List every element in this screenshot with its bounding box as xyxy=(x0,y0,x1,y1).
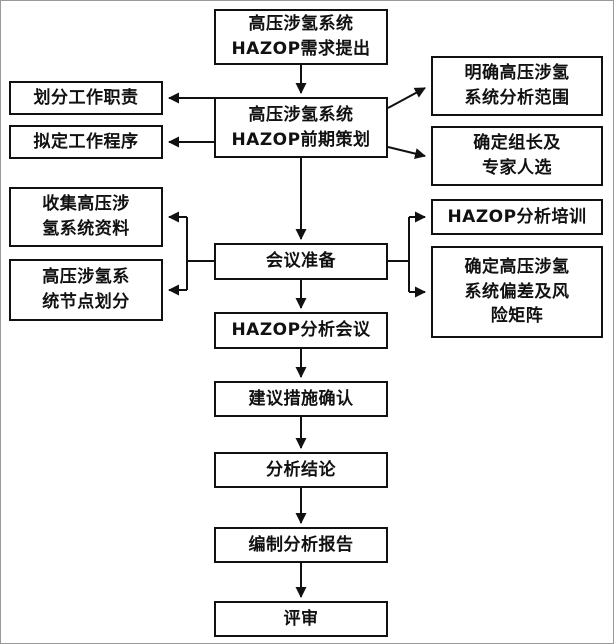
node-analysis-scope-line1: 明确高压涉氢 xyxy=(464,63,570,84)
node-collect-materials-line1: 收集高压涉 xyxy=(42,194,130,215)
node-hazop-planning-line2: HAZOP前期策划 xyxy=(231,129,371,150)
node-node-division: 高压涉氢系 统节点划分 xyxy=(9,259,163,321)
node-hazop-requirement-line2: HAZOP需求提出 xyxy=(231,39,371,59)
node-node-division-line1: 高压涉氢系 xyxy=(42,267,130,288)
node-hazop-planning: 高压涉氢系统 HAZOP前期策划 xyxy=(214,97,388,158)
node-review: 评审 xyxy=(214,601,388,637)
node-hazop-requirement: 高压涉氢系统 HAZOP需求提出 xyxy=(214,9,388,65)
connector-prep-right xyxy=(388,217,410,292)
node-deviation-risk-matrix-line3: 险矩阵 xyxy=(490,306,544,327)
node-measures-confirmation: 建议措施确认 xyxy=(214,381,388,417)
node-work-duties-line1: 划分工作职责 xyxy=(33,87,139,108)
node-deviation-risk-matrix-line1: 确定高压涉氢 xyxy=(464,257,570,278)
node-analysis-report: 编制分析报告 xyxy=(214,527,388,563)
node-hazop-training: HAZOP分析培训 xyxy=(431,199,603,235)
node-team-leader-experts-line2: 专家人选 xyxy=(482,158,552,178)
arrow-plan-to-leader xyxy=(387,146,426,159)
node-analysis-scope-line2: 系统分析范围 xyxy=(464,88,570,108)
connector-prep-left xyxy=(186,217,214,290)
node-hazop-meeting: HAZOP分析会议 xyxy=(214,312,388,349)
node-collect-materials-line2: 氢系统资料 xyxy=(42,219,130,239)
node-analysis-conclusion: 分析结论 xyxy=(214,452,388,488)
node-work-procedures-line1: 拟定工作程序 xyxy=(33,131,139,152)
node-hazop-planning-line1: 高压涉氢系统 xyxy=(248,104,354,125)
node-hazop-requirement-line1: 高压涉氢系统 xyxy=(248,14,354,35)
node-measures-confirmation-line1: 建议措施确认 xyxy=(248,388,354,409)
node-work-procedures: 拟定工作程序 xyxy=(9,125,163,159)
node-deviation-risk-matrix: 确定高压涉氢 系统偏差及风 险矩阵 xyxy=(431,246,603,338)
node-analysis-scope: 明确高压涉氢 系统分析范围 xyxy=(431,56,603,116)
node-review-line1: 评审 xyxy=(283,608,319,629)
node-analysis-conclusion-line1: 分析结论 xyxy=(266,459,336,480)
node-analysis-report-line1: 编制分析报告 xyxy=(248,534,354,555)
node-hazop-meeting-line1: HAZOP分析会议 xyxy=(231,320,371,341)
node-team-leader-experts-line1: 确定组长及 xyxy=(473,133,561,154)
node-meeting-preparation-line1: 会议准备 xyxy=(266,251,336,272)
node-hazop-training-line1: HAZOP分析培训 xyxy=(447,206,587,227)
node-node-division-line2: 统节点划分 xyxy=(42,292,130,312)
node-meeting-preparation: 会议准备 xyxy=(214,243,388,280)
node-work-duties: 划分工作职责 xyxy=(9,81,163,115)
node-team-leader-experts: 确定组长及 专家人选 xyxy=(431,126,603,186)
node-deviation-risk-matrix-line2: 系统偏差及风 xyxy=(464,281,570,302)
node-collect-materials: 收集高压涉 氢系统资料 xyxy=(9,187,163,247)
arrow-plan-to-scope xyxy=(387,87,426,109)
